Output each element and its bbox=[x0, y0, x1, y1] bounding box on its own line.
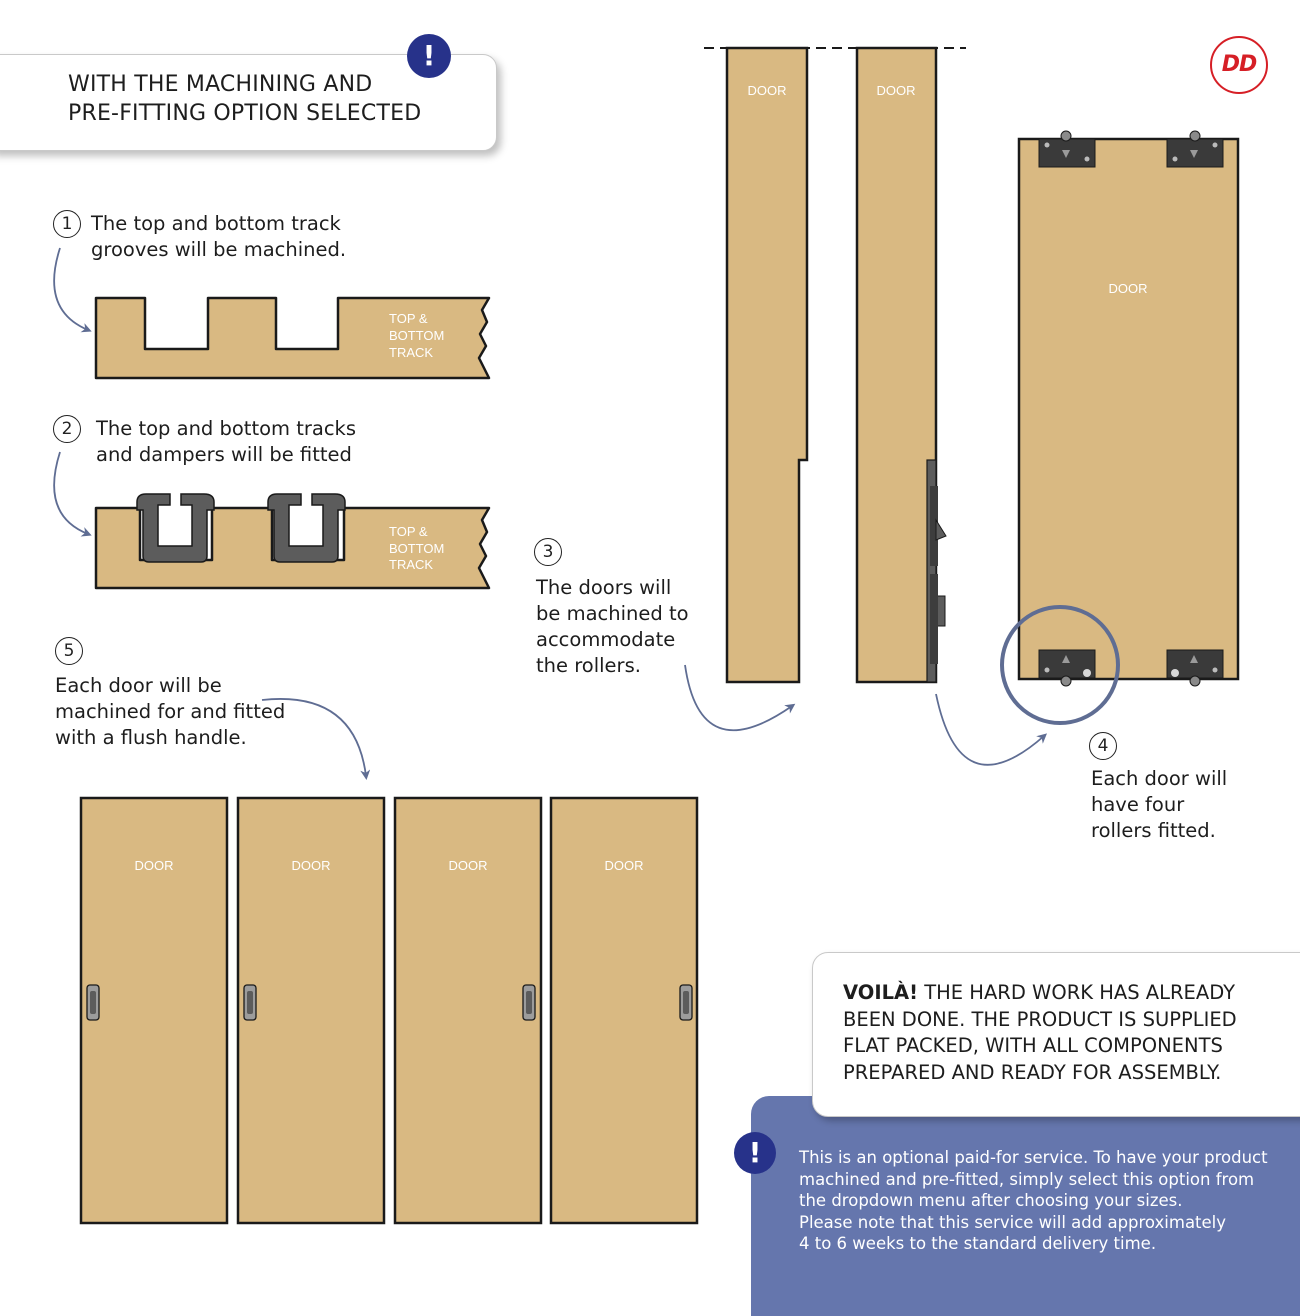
door-label-edge-b: DOOR bbox=[877, 83, 916, 98]
track-fitted-illustration bbox=[94, 493, 491, 590]
door-panel-1 bbox=[79, 796, 229, 1225]
track-label-2-line3: TRACK bbox=[389, 557, 433, 572]
door-panel-3 bbox=[393, 796, 543, 1225]
door-panel-4 bbox=[549, 796, 699, 1225]
arrow-step-4 bbox=[935, 693, 1048, 766]
door-edge-with-rollers bbox=[855, 46, 947, 684]
door-label-4: DOOR bbox=[605, 858, 644, 873]
step-3-line3: accommodate bbox=[536, 628, 676, 651]
step-5-line2: machined for and fitted bbox=[55, 700, 286, 723]
info-alert-icon: ! bbox=[734, 1132, 776, 1174]
track-label-2-line1: TOP & bbox=[389, 524, 428, 539]
step-3-line1: The doors will bbox=[536, 576, 672, 599]
step-5-line3: with a flush handle. bbox=[55, 726, 247, 749]
door-panel-2 bbox=[236, 796, 386, 1225]
info-line1: This is an optional paid-for service. To… bbox=[799, 1148, 1268, 1167]
step-3-number: 3 bbox=[534, 538, 562, 566]
roller-bottom-right bbox=[1166, 649, 1224, 687]
track-label-1-line1: TOP & bbox=[389, 311, 428, 326]
info-line3: the dropdown menu after choosing your si… bbox=[799, 1191, 1183, 1211]
door-label-edge-a: DOOR bbox=[748, 83, 787, 98]
roller-top-right bbox=[1166, 130, 1224, 168]
arrow-step-1 bbox=[53, 247, 92, 333]
header-title-line2: PRE-FITTING OPTION SELECTED bbox=[68, 101, 422, 126]
info-line2: machined and pre-fitted, simply select t… bbox=[799, 1169, 1255, 1189]
header-title-line1: WITH THE MACHINING AND bbox=[68, 72, 373, 97]
step-4-line2: have four bbox=[1091, 793, 1185, 816]
voila-line3: FLAT PACKED, WITH ALL COMPONENTS bbox=[843, 1034, 1223, 1057]
step-1-number: 1 bbox=[53, 210, 81, 238]
step-1-line1: The top and bottom track bbox=[91, 212, 341, 235]
step-1-text: The top and bottom track grooves will be… bbox=[91, 211, 391, 263]
voila-lead: VOILÀ! bbox=[843, 981, 918, 1004]
arrow-step-3 bbox=[684, 664, 796, 732]
info-panel bbox=[751, 1096, 1300, 1316]
voila-callout bbox=[812, 952, 1300, 1117]
alert-icon: ! bbox=[407, 34, 451, 78]
voila-line4: PREPARED AND READY FOR ASSEMBLY. bbox=[843, 1060, 1222, 1084]
step-4-line3: rollers fitted. bbox=[1091, 819, 1216, 842]
header-title: WITH THE MACHINING AND PRE-FITTING OPTIO… bbox=[68, 70, 488, 128]
roller-highlight-circle bbox=[1000, 605, 1120, 725]
voila-line1: VOILÀ! THE HARD WORK HAS ALREADY bbox=[843, 980, 1293, 1007]
arrow-step-5 bbox=[261, 698, 371, 780]
step-3-line2: be machined to bbox=[536, 602, 689, 625]
info-line4: Please note that this service will add a… bbox=[799, 1212, 1227, 1232]
door-label-1: DOOR bbox=[135, 858, 174, 873]
track-grooved-illustration bbox=[94, 296, 491, 380]
roller-bottom-left bbox=[1038, 649, 1096, 687]
step-3-line4: the rollers. bbox=[536, 654, 641, 677]
track-label-1-line3: TRACK bbox=[389, 345, 433, 360]
step-4-text: Each door will have four rollers fitted. bbox=[1091, 766, 1271, 844]
step-2-line1: The top and bottom tracks bbox=[96, 417, 357, 440]
step-4-number: 4 bbox=[1089, 732, 1117, 760]
step-5-number: 5 bbox=[55, 637, 83, 665]
door-edge-machined bbox=[725, 46, 809, 684]
door-label-front: DOOR bbox=[1109, 281, 1148, 296]
step-5-text: Each door will be machined for and fitte… bbox=[55, 673, 315, 751]
step-3-text: The doors will be machined to accommodat… bbox=[536, 575, 716, 679]
step-4-line1: Each door will bbox=[1091, 767, 1228, 790]
door-front-rollers bbox=[1017, 137, 1240, 681]
step-2-number: 2 bbox=[53, 415, 81, 443]
door-label-3: DOOR bbox=[449, 858, 488, 873]
door-label-2: DOOR bbox=[292, 858, 331, 873]
step-2-text: The top and bottom tracks and dampers wi… bbox=[96, 416, 396, 468]
arrow-step-2 bbox=[53, 451, 92, 537]
step-2-line2: and dampers will be fitted bbox=[96, 443, 352, 466]
track-label-1-line2: BOTTOM bbox=[389, 328, 444, 343]
voila-text: VOILÀ! THE HARD WORK HAS ALREADY BEEN DO… bbox=[843, 980, 1293, 1086]
step-1-line2: grooves will be machined. bbox=[91, 238, 347, 261]
info-line5: 4 to 6 weeks to the standard delivery ti… bbox=[799, 1234, 1157, 1254]
info-text: This is an optional paid-for service. To… bbox=[799, 1147, 1289, 1255]
voila-line2: BEEN DONE. THE PRODUCT IS SUPPLIED bbox=[843, 1007, 1237, 1031]
track-label-2-line2: BOTTOM bbox=[389, 541, 444, 556]
voila-line1-rest: THE HARD WORK HAS ALREADY bbox=[918, 981, 1236, 1004]
step-5-line1: Each door will be bbox=[55, 674, 222, 697]
roller-top-left bbox=[1038, 130, 1096, 168]
brand-logo: DD bbox=[1210, 36, 1268, 94]
